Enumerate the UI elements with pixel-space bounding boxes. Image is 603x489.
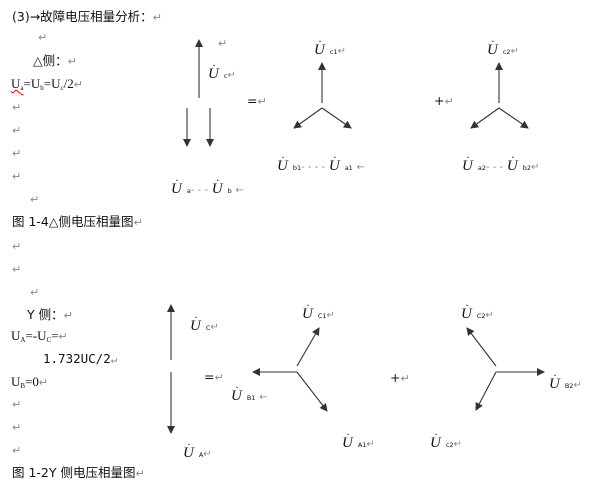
label-uC: UC↵ <box>190 309 219 336</box>
phasor-uC1-arrow <box>296 327 320 367</box>
phasor-ub2-arrow <box>498 107 529 129</box>
paragraph-mark: ↵ <box>12 147 22 160</box>
label-uc2-lower: Uc2↵ <box>430 426 462 453</box>
label-uB2: UB2↵ <box>549 367 582 394</box>
label-uA: UA↵ <box>183 436 212 463</box>
paragraph-mark: ↵ <box>218 37 228 50</box>
equals-sign: =↵ <box>247 93 267 108</box>
phasor-uA1-arrow <box>296 371 328 412</box>
paragraph-mark: ↵ <box>12 263 22 276</box>
paragraph-mark: ↵ <box>12 101 22 114</box>
label-uc2: Uc2↵ <box>487 33 519 60</box>
wye-equation-1: UA=-UC=↵ <box>11 328 68 344</box>
label-uc1: Uc1↵ <box>314 33 346 60</box>
paragraph-mark: ↵ <box>38 31 48 44</box>
plus-sign: +↵ <box>434 93 454 108</box>
label-uB1: UB1 ← <box>231 379 268 406</box>
paragraph-mark: ↵ <box>30 286 40 299</box>
label-uC1: UC1↵ <box>302 297 335 324</box>
phasor-ua2-arrow <box>470 107 500 129</box>
phasor-ua1-arrow <box>321 107 352 129</box>
phasor-ub1-arrow <box>293 107 323 129</box>
label-uA1: UA1↵ <box>342 426 375 453</box>
wye-equation-3: UB=0↵ <box>11 374 49 390</box>
plus-sign: +↵ <box>390 370 410 385</box>
equals-sign: =↵ <box>204 369 224 384</box>
label-uC2: UC2↵ <box>461 297 494 324</box>
paragraph-mark: ↵ <box>30 193 40 206</box>
label-uc: Uc↵ <box>208 57 236 84</box>
paragraph-mark: ↵ <box>12 240 22 253</box>
delta-caption: 图 1-4△侧电压相量图↵ <box>12 214 143 229</box>
paragraph-mark: ↵ <box>12 124 22 137</box>
delta-equation: Ua=Ub=Uc/2↵ <box>11 76 83 92</box>
wye-caption: 图 1-2Y 侧电压相量图↵ <box>12 465 145 480</box>
paragraph-mark: ↵ <box>12 421 22 434</box>
phasor-uc2b-arrow <box>475 371 497 411</box>
label-ua-ub: Ua- - - Ub ← <box>171 172 244 199</box>
paragraph-mark: ↵ <box>12 170 22 183</box>
label-ub1-ua1: Ub1- - - - Ua1 ← <box>277 149 365 176</box>
phasor-uC2-arrow <box>466 327 497 367</box>
wye-equation-2: 1.732UC/2↵ <box>43 351 118 366</box>
paragraph-mark: ↵ <box>12 444 22 457</box>
delta-side-title: △侧：↵ <box>33 53 77 68</box>
label-ua2-ub2: Ua2- - - Ub2↵ <box>462 149 539 176</box>
paragraph-mark: ↵ <box>12 398 22 411</box>
wye-side-title: Y 侧：↵ <box>27 307 73 322</box>
section-heading: (3)→故障电压相量分析：↵ <box>12 9 162 24</box>
